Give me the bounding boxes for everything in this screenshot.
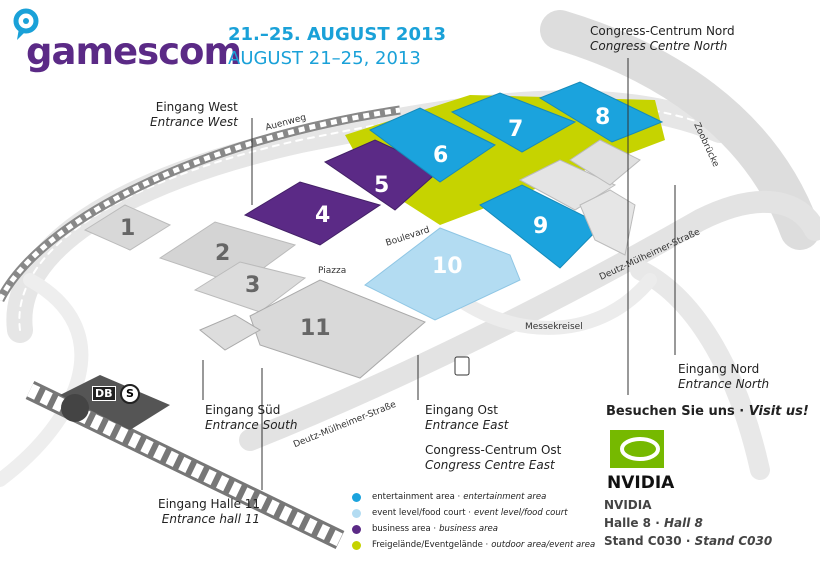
brand-name: gamescom <box>26 30 242 73</box>
svg-text:5: 5 <box>374 173 389 198</box>
legend-item-event: event level/food court ·event level/food… <box>352 505 595 521</box>
sbahn-icon: S <box>120 384 140 404</box>
hall-numbers: 1 2 3 4 5 6 7 8 9 10 11 <box>120 105 610 341</box>
svg-text:7: 7 <box>508 117 523 142</box>
hall-8[interactable] <box>538 81 664 143</box>
hall-7[interactable] <box>450 92 577 153</box>
hall-4[interactable] <box>243 181 382 246</box>
svg-text:1: 1 <box>120 216 135 241</box>
svg-text:9: 9 <box>533 214 548 239</box>
gamescom-logo-icon <box>13 8 39 40</box>
legend-dot <box>352 524 361 534</box>
legend: entertainment area ·entertainment area e… <box>352 489 595 553</box>
date-english: AUGUST 21–25, 2013 <box>228 48 421 69</box>
svg-text:8: 8 <box>595 105 610 130</box>
legend-dot <box>352 508 361 518</box>
legend-item-outdoor: Freigelände/Eventgelände ·outdoor area/e… <box>352 537 595 553</box>
exhibitor-hall: Halle 8 · Hall 8 <box>604 516 703 530</box>
hall-6[interactable] <box>369 107 496 183</box>
db-station-icon: DB <box>92 386 116 401</box>
exhibitor-info: NVIDIA Halle 8 · Hall 8 Stand C030 · Sta… <box>604 496 772 550</box>
exhibitor-name: NVIDIA <box>604 498 652 512</box>
halls <box>83 81 664 379</box>
legend-item-entertainment: entertainment area ·entertainment area <box>352 489 595 505</box>
svg-text:3: 3 <box>245 273 260 298</box>
visit-us-heading: Besuchen Sie uns · Visit us! <box>606 404 809 419</box>
leader-lines <box>202 58 676 490</box>
hall-10[interactable] <box>364 227 521 321</box>
nvidia-logo: NVIDIA <box>607 430 675 493</box>
svg-text:10: 10 <box>432 254 463 279</box>
svg-text:6: 6 <box>433 143 448 168</box>
hall-1[interactable] <box>83 204 172 251</box>
deutz-muelheimer-strasse <box>239 190 820 451</box>
zoobruecke-road <box>540 10 820 250</box>
legend-dot <box>352 540 361 550</box>
street-messekreisel: Messekreisel <box>525 322 583 332</box>
date-german: 21.–25. AUGUST 2013 <box>228 24 447 45</box>
exhibitor-stand: Stand C030 · Stand C030 <box>604 534 773 548</box>
tram-icon <box>454 356 470 376</box>
svg-text:2: 2 <box>215 241 230 266</box>
hall-11[interactable] <box>249 279 426 379</box>
svg-text:11: 11 <box>300 316 331 341</box>
legend-item-business: business area ·business area <box>352 521 595 537</box>
svg-text:4: 4 <box>315 203 330 228</box>
street-piazza: Piazza <box>318 266 347 276</box>
svg-text:NVIDIA: NVIDIA <box>607 473 675 493</box>
brand-logo: gamescom <box>26 30 242 73</box>
railway <box>0 105 401 550</box>
legend-dot <box>352 492 361 502</box>
hall-3[interactable] <box>193 261 307 313</box>
